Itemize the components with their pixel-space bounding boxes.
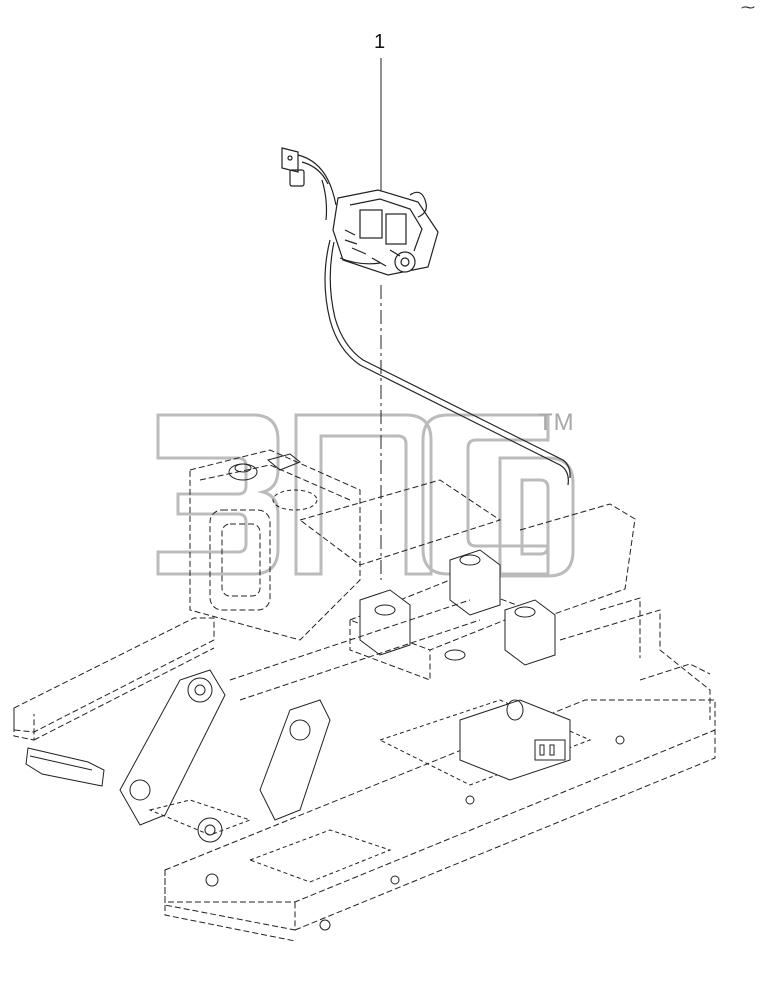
watermark-logo-icon	[156, 413, 575, 578]
corner-mark: ⁓	[741, 0, 755, 16]
callout-label: 1	[374, 31, 386, 53]
pump-assembly-icon	[281, 147, 571, 486]
undercarriage-frame-icon	[13, 449, 716, 942]
watermark-trademark: TM	[538, 409, 575, 436]
